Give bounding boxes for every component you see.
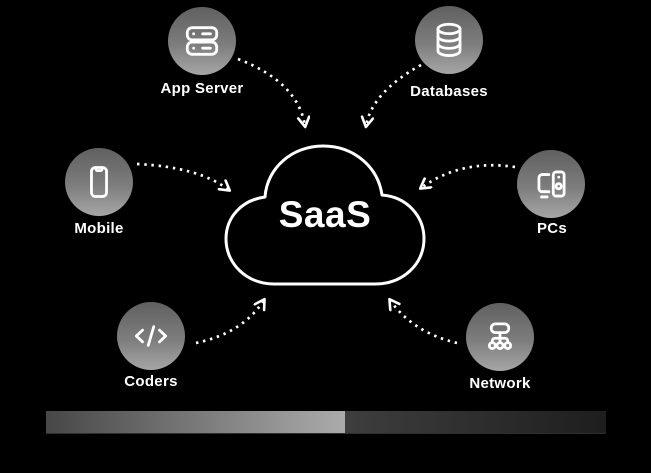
server-icon xyxy=(185,26,219,56)
cloud-outline xyxy=(224,144,426,286)
edge-coders-to-cloud xyxy=(195,300,264,345)
node-label-databases: Databases xyxy=(410,83,488,100)
cloud-saas-label: SaaS xyxy=(278,193,372,235)
node-label-mobile: Mobile xyxy=(74,220,124,237)
edge-mobile-to-cloud xyxy=(136,162,229,190)
smartphone-icon xyxy=(90,166,108,198)
network-tree-icon xyxy=(487,322,513,350)
progress-bar xyxy=(46,411,606,434)
node-label-coders: Coders xyxy=(124,373,178,390)
database-icon xyxy=(436,22,462,57)
node-label-app-server: App Server xyxy=(160,80,244,97)
node-mobile xyxy=(65,148,133,216)
edge-network-to-cloud xyxy=(390,300,458,345)
progress-bar-filled xyxy=(46,411,345,433)
node-coders xyxy=(117,302,185,370)
progress-bar-remaining xyxy=(345,411,606,433)
edge-pcs-to-cloud xyxy=(421,163,516,188)
node-pcs xyxy=(517,150,585,218)
node-label-pcs: PCs xyxy=(536,220,568,237)
node-app-server xyxy=(168,7,236,75)
node-label-network: Network xyxy=(469,375,531,392)
node-databases xyxy=(415,6,483,74)
code-icon xyxy=(134,325,168,347)
node-network xyxy=(466,303,534,371)
desktop-tower-icon xyxy=(537,170,566,199)
